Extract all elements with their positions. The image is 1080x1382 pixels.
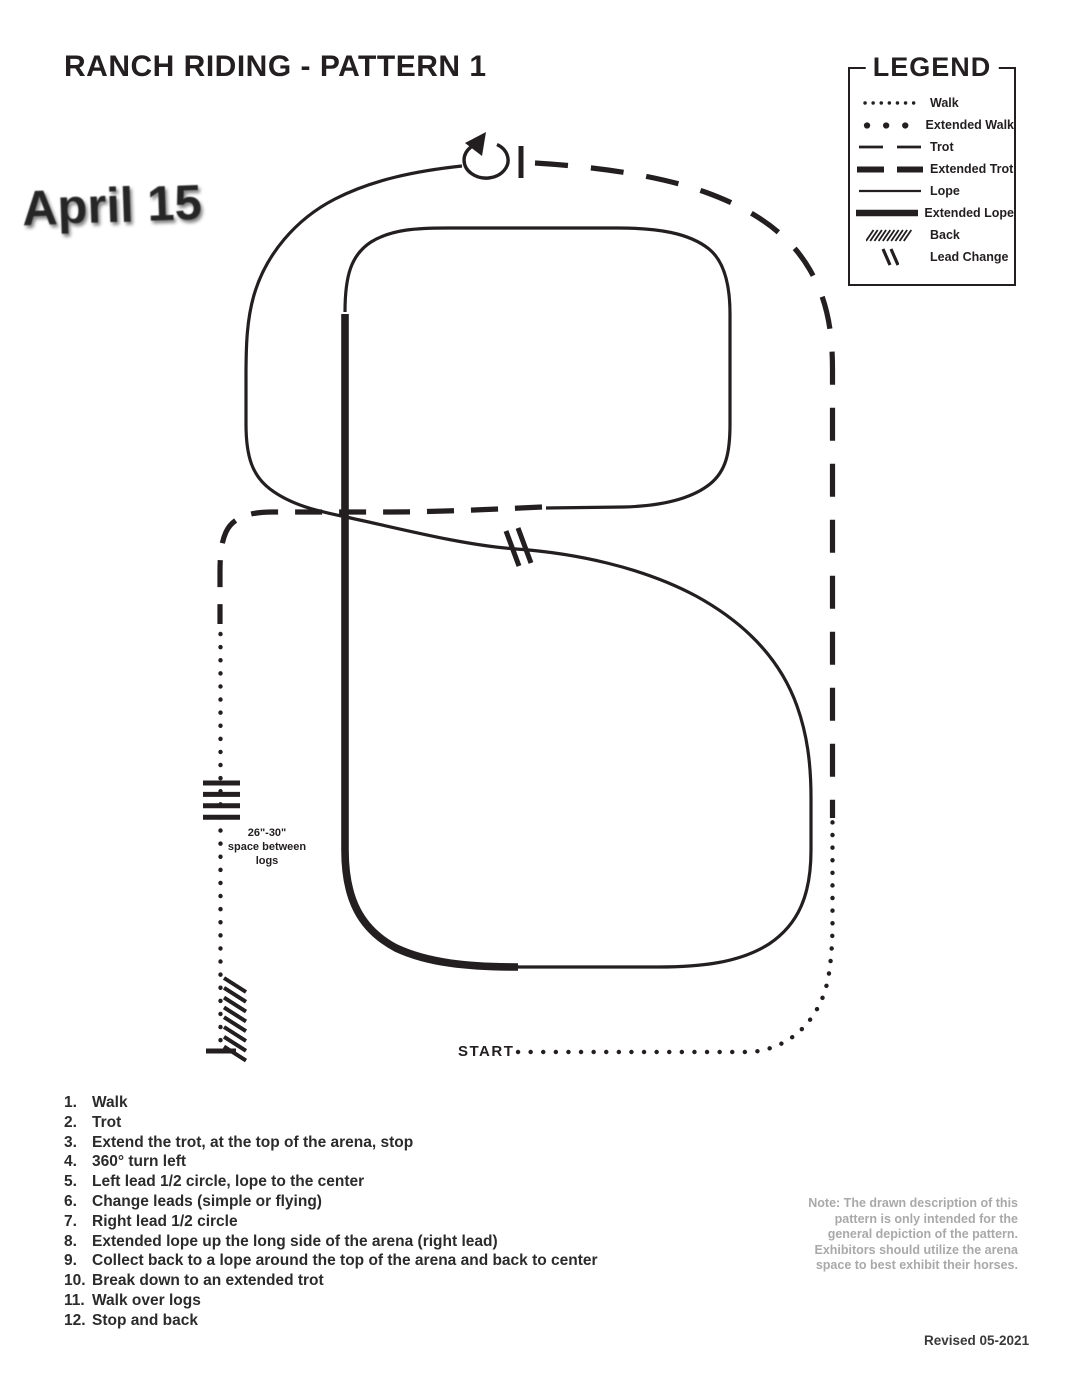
step-number: 2. (64, 1113, 77, 1131)
legend-label: Back (930, 228, 960, 242)
step-number: 5. (64, 1173, 77, 1191)
logs-bars (203, 780, 240, 820)
step-item: 12. Stop and back (64, 1311, 598, 1331)
step-text: Walk (92, 1094, 128, 1111)
step-item: 8. Extended lope up the long side of the… (64, 1232, 598, 1252)
legend-box: LEGEND Walk Extended Walk Trot (848, 52, 1016, 286)
legend-label: Extended Trot (930, 162, 1014, 176)
note-line: general depiction of the pattern. (827, 1227, 1018, 1242)
steps-list: 1. Walk 2. Trot 3. Extend the trot, at t… (64, 1093, 598, 1331)
step-text: Right lead 1/2 circle (92, 1212, 238, 1230)
walk-path-start (515, 815, 835, 1055)
step-number: 4. (64, 1153, 77, 1171)
step-text: Extended lope up the long side of the ar… (92, 1232, 498, 1250)
step-item: 2. Trot (64, 1113, 598, 1133)
step-text: 360° turn left (92, 1153, 187, 1171)
legend-label: Extended Walk (925, 118, 1014, 132)
legend-label: Lead Change (930, 250, 1009, 264)
legend-row-walk: Walk (850, 92, 1014, 114)
step-text: Collect back to a lope around the top of… (92, 1252, 598, 1270)
legend-row-lead-change: Lead Change (850, 246, 1014, 268)
legend-label: Walk (930, 96, 959, 110)
turn-360-icon (462, 142, 510, 180)
lope-path-top-loop (343, 226, 732, 510)
legend-label: Extended Lope (924, 206, 1014, 220)
turn-360-arrowhead-icon (465, 132, 486, 156)
step-item: 9. Collect back to a lope around the top… (64, 1251, 598, 1271)
step-text: Walk over logs (92, 1291, 201, 1309)
step-item: 11. Walk over logs (64, 1291, 598, 1311)
extended-walk-dots-icon (850, 121, 926, 130)
trot-path-right (534, 160, 836, 818)
step-item: 7. Right lead 1/2 circle (64, 1212, 598, 1232)
logs-spacing-note: 26"-30" space between logs (217, 826, 317, 868)
lead-change-icon (503, 527, 534, 567)
step-number: 6. (64, 1192, 77, 1210)
extended-lope-path (341, 314, 519, 971)
trot-dashed-line-icon (850, 145, 930, 149)
legend-row-lope: Lope (850, 180, 1014, 202)
logs-note-line: logs (255, 855, 279, 867)
note-line: Exhibitors should utilize the arena (814, 1242, 1018, 1257)
note-line: pattern is only intended for the (834, 1211, 1018, 1226)
step-number: 1. (64, 1094, 77, 1111)
step-item: 4. 360° turn left (64, 1152, 598, 1172)
step-text: Extend the trot, at the top of the arena… (92, 1133, 414, 1151)
step-number: 10. (64, 1272, 86, 1290)
legend-rows: Walk Extended Walk Trot Extended Trot (850, 92, 1014, 268)
note-line: space to best exhibit their horses. (815, 1258, 1018, 1273)
lope-path-main (244, 164, 813, 969)
legend-row-extended-lope: Extended Lope (850, 202, 1014, 224)
step-item: 3. Extend the trot, at the top of the ar… (64, 1133, 598, 1153)
step-text: Change leads (simple or flying) (92, 1192, 322, 1210)
step-number: 8. (64, 1232, 77, 1250)
legend-row-extended-trot: Extended Trot (850, 158, 1014, 180)
step-number: 12. (64, 1311, 86, 1329)
logs-note-line: space between (227, 841, 307, 853)
step-number: 11. (64, 1291, 85, 1309)
lead-change-sample-icon (850, 248, 930, 266)
disclaimer-note: Note: The drawn description of this patt… (788, 1196, 1018, 1274)
step-text: Break down to an extended trot (92, 1272, 324, 1290)
step-item: 10. Break down to an extended trot (64, 1271, 598, 1291)
legend-row-trot: Trot (850, 136, 1014, 158)
step-item: 6. Change leads (simple or flying) (64, 1192, 598, 1212)
legend-row-back: Back (850, 224, 1014, 246)
extended-trot-path-center (217, 504, 543, 624)
legend-row-extended-walk: Extended Walk (850, 114, 1014, 136)
page-title: RANCH RIDING - PATTERN 1 (64, 50, 487, 83)
step-text: Left lead 1/2 circle, lope to the center (92, 1173, 365, 1191)
start-label: START (458, 1043, 515, 1060)
extended-trot-dashed-line-icon (850, 166, 930, 173)
step-item: 5. Left lead 1/2 circle, lope to the cen… (64, 1172, 598, 1192)
step-number: 9. (64, 1252, 77, 1270)
legend-label: Trot (930, 140, 954, 154)
step-number: 7. (64, 1212, 77, 1230)
revised-date: Revised 05-2021 (924, 1333, 1030, 1348)
step-text: Trot (92, 1113, 122, 1131)
back-hatch-icon (222, 976, 248, 1063)
back-hatch-sample-icon (850, 228, 930, 242)
step-number: 3. (64, 1133, 77, 1151)
lope-solid-line-icon (850, 189, 930, 193)
logs-note-line: 26"-30" (247, 827, 287, 839)
step-item: 1. Walk (64, 1093, 598, 1113)
legend-label: Lope (930, 184, 960, 198)
step-text: Stop and back (92, 1311, 198, 1329)
note-line: Note: The drawn description of this (808, 1196, 1018, 1210)
walk-dotted-line-icon (850, 100, 930, 106)
legend-title: LEGEND (865, 52, 999, 83)
extended-lope-solid-line-icon (850, 209, 924, 217)
